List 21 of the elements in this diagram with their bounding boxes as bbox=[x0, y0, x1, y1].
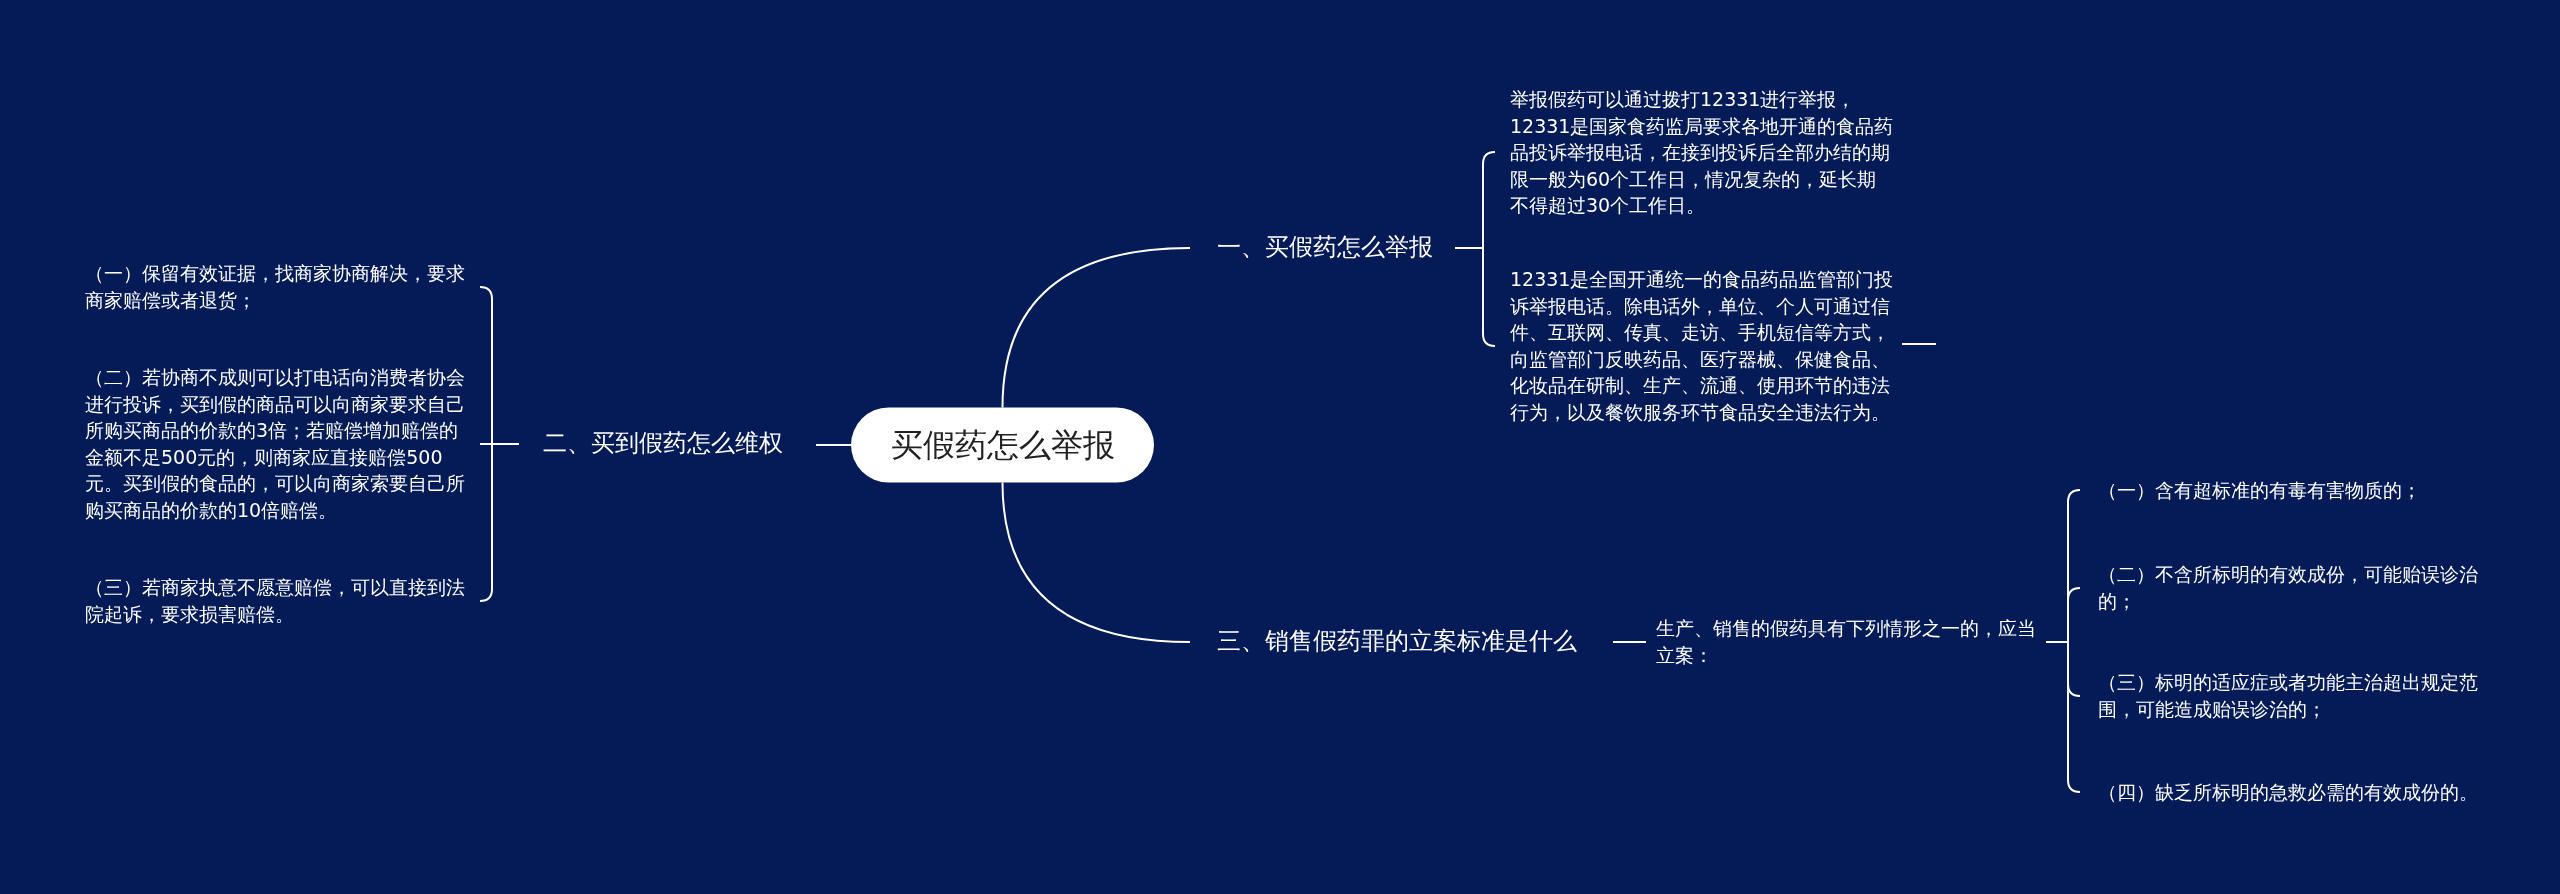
connector-line bbox=[479, 443, 520, 602]
branch-topic: 一、买假药怎么举报 bbox=[1217, 232, 1433, 264]
note-text: （一）保留有效证据，找商家协商解决，要求商家赔偿或者退货； bbox=[85, 261, 466, 313]
note-text: （三）若商家执意不愿意赔偿，可以直接到法院起诉，要求损害赔偿。 bbox=[85, 575, 466, 627]
connector-line bbox=[2045, 641, 2081, 793]
note-text: （二）若协商不成则可以打电话向消费者协会进行投诉，买到假的商品可以向商家要求自己所购买商品的价款的3倍；若赔偿增加赔偿的金额不足500元的，则商家应直接赔偿500元。买到假的食品的，可以向商家索要自己所购买商品的价款的10倍赔偿。 bbox=[85, 365, 466, 524]
branch-topic: 二、买到假药怎么维权 bbox=[543, 428, 783, 460]
note-text: （二）不含所标明的有效成份，可能贻误诊治的； bbox=[2098, 562, 2479, 614]
note-text: 12331是全国开通统一的食品药品监管部门投诉举报电话。除电话外，单位、个人可通过信件、互联网、传真、走访、手机短信等方式，向监管部门反映药品、医疗器械、保健食品、化妆品在研制、生产、流通、使用环节的违法行为，以及餐饮服务环节食品安全违法行为。 bbox=[1510, 267, 1895, 426]
branch-topic: 三、销售假药罪的立案标准是什么 bbox=[1217, 626, 1577, 658]
note-text: （三）标明的适应症或者功能主治超出规定范围，可能造成贻误诊治的； bbox=[2098, 670, 2479, 722]
connector-line bbox=[1612, 641, 1647, 643]
connector-line bbox=[815, 444, 852, 446]
note-text: （四）缺乏所标明的急救必需的有效成份的。 bbox=[2098, 779, 2478, 805]
connector-line bbox=[1001, 247, 1191, 409]
note-text: 生产、销售的假药具有下列情形之一的，应当立案： bbox=[1656, 616, 2037, 668]
connector-line bbox=[1001, 481, 1191, 643]
connector-line bbox=[1454, 247, 1496, 347]
note-text: （一）含有超标准的有毒有害物质的； bbox=[2098, 477, 2421, 503]
central-topic-text: 买假药怎么举报 bbox=[890, 424, 1115, 466]
note-text: 举报假药可以通过拨打12331进行举报，12331是国家食药监局要求各地开通的食品药品投诉举报电话，在接到投诉后全部办结的期限一般为60个工作日，情况复杂的，延长期不得超过30个工作日。 bbox=[1510, 86, 1895, 218]
